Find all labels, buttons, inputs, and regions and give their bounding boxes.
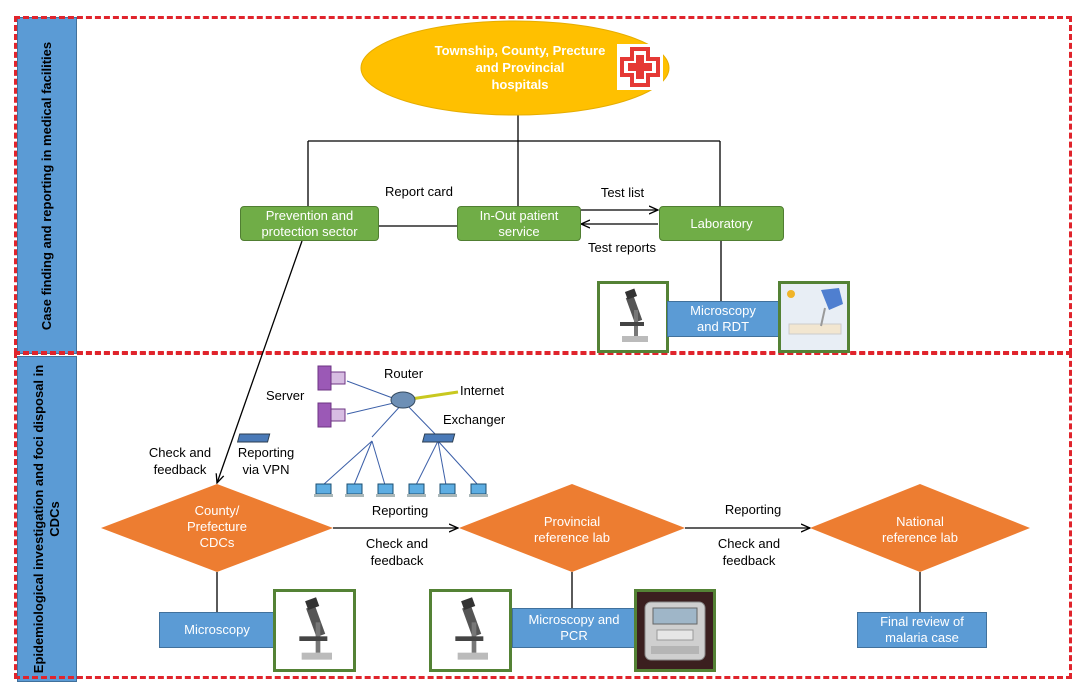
microscopy-label: Microscopy (184, 622, 250, 637)
exchanger-label: Exchanger (443, 412, 506, 427)
micro-pcr-line1: Microscopy and (528, 612, 620, 627)
check-feedback-label-2: Check and feedback (365, 536, 429, 568)
pc-icon (407, 483, 426, 497)
exchanger-icon (236, 433, 271, 443)
pc-icon (438, 483, 457, 497)
check-feedback-label-1: Check and feedback (148, 445, 212, 477)
exchanger-icon (421, 433, 456, 443)
micro-pcr-line2: PCR (560, 628, 588, 643)
red-cross-icon (617, 44, 663, 90)
pcr-machine-image (634, 589, 716, 672)
county-cdc-diamond (101, 484, 333, 572)
reporting-vpn-label: Reporting via VPN (237, 445, 295, 477)
national-lab-diamond (810, 484, 1030, 572)
internet-label: Internet (460, 383, 505, 398)
report-card-label: Report card (385, 184, 453, 199)
laboratory-label: Laboratory (690, 215, 753, 231)
provincial-lab-diamond (459, 484, 685, 572)
micro-rdt-line2: and RDT (696, 319, 750, 334)
section-cdcs (14, 352, 1072, 679)
hospitals-title-line1: Township, County, Precture (434, 43, 606, 58)
hospitals-title-line3: hospitals (491, 77, 549, 92)
router-label: Router (384, 366, 424, 381)
provincial-lab-label: Provincial reference lab (534, 514, 610, 545)
prevention-line1: Prevention and (265, 207, 354, 223)
microscope-image (273, 589, 356, 672)
reporting-label-2: Reporting (724, 502, 782, 517)
county-cdc-label: County/ Prefecture CDCs (187, 503, 247, 550)
server-label: Server (266, 388, 305, 403)
hospitals-ellipse (360, 20, 670, 116)
hospitals-title: Township, County, Precture and Provincia… (420, 42, 620, 93)
server-icon (317, 365, 346, 391)
microscope-image (597, 281, 669, 353)
hospitals-title-line2: and Provincial (475, 60, 565, 75)
rdt-test-image (778, 281, 850, 353)
server-icon (317, 402, 346, 428)
reporting-label-1: Reporting (371, 503, 429, 518)
check-feedback-label-3: Check and feedback (717, 536, 781, 568)
laboratory-box: Laboratory (659, 206, 784, 241)
inout-line1: In-Out patient (479, 207, 559, 223)
microscope-image (429, 589, 512, 672)
micro-rdt-line1: Microscopy (690, 303, 756, 318)
inout-line2: service (498, 223, 540, 239)
pc-icon (314, 483, 333, 497)
pc-icon (469, 483, 488, 497)
pc-icon (345, 483, 364, 497)
microscopy-box: Microscopy (159, 612, 275, 648)
router-icon (390, 391, 416, 409)
section-label-epidemiological: Epidemiological investigation and foci d… (17, 356, 77, 682)
final-line1: Final review of (880, 614, 964, 629)
test-list-label: Test list (600, 185, 645, 200)
final-line2: malaria case (885, 630, 959, 645)
prevention-line2: protection sector (261, 223, 358, 239)
national-lab-label: National reference lab (882, 514, 958, 545)
network-diagram (236, 365, 488, 497)
pc-icon (376, 483, 395, 497)
section-label-case-finding: Case finding and reporting in medical fa… (17, 17, 77, 354)
test-reports-label: Test reports (588, 240, 656, 255)
